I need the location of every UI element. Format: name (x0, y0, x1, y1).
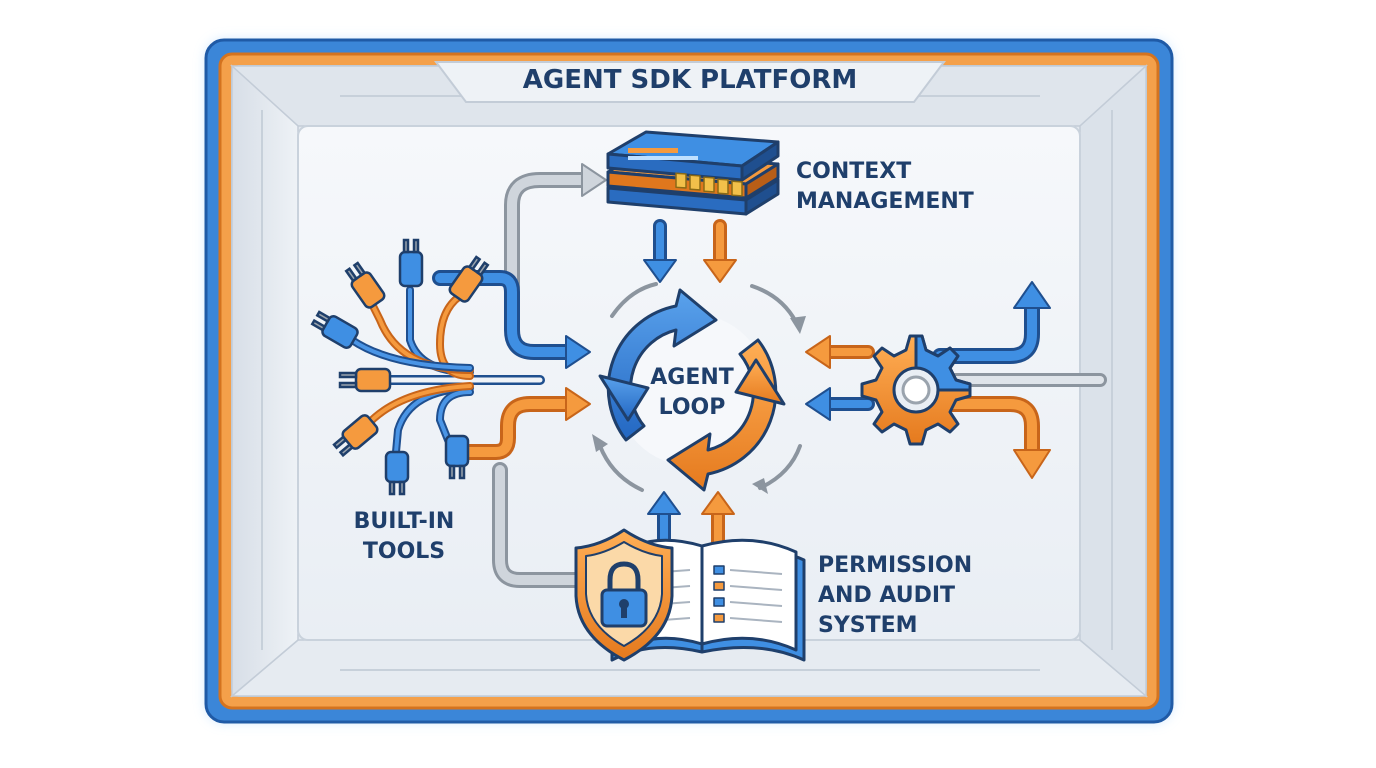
memory-card-stack-icon (606, 130, 780, 216)
cycle-arrows-icon: AGENT LOOP (598, 288, 786, 492)
gear-icon (860, 334, 972, 446)
permission-label-line1: PERMISSION (818, 553, 972, 578)
tools-label-line2: TOOLS (363, 539, 445, 564)
connection-arrows (432, 163, 1107, 588)
plug-heads (310, 238, 490, 496)
agent-loop-label-line1: AGENT (650, 365, 734, 390)
built-in-tools-label: BUILT-IN TOOLS (354, 509, 455, 564)
agent-loop-label-line2: LOOP (659, 395, 726, 420)
context-label-line2: MANAGEMENT (796, 189, 974, 214)
title-plaque: AGENT SDK PLATFORM (434, 61, 946, 103)
context-management-label: CONTEXT MANAGEMENT (796, 159, 974, 214)
permission-label-line2: AND AUDIT (818, 583, 955, 608)
page-title: AGENT SDK PLATFORM (523, 65, 858, 95)
shield-lock-icon (574, 528, 674, 662)
permission-audit-label: PERMISSION AND AUDIT SYSTEM (818, 553, 972, 638)
plug-bundle-icon (348, 286, 545, 456)
context-label-line1: CONTEXT (796, 159, 911, 184)
tools-label-line1: BUILT-IN (354, 509, 455, 534)
permission-label-line3: SYSTEM (818, 613, 918, 638)
